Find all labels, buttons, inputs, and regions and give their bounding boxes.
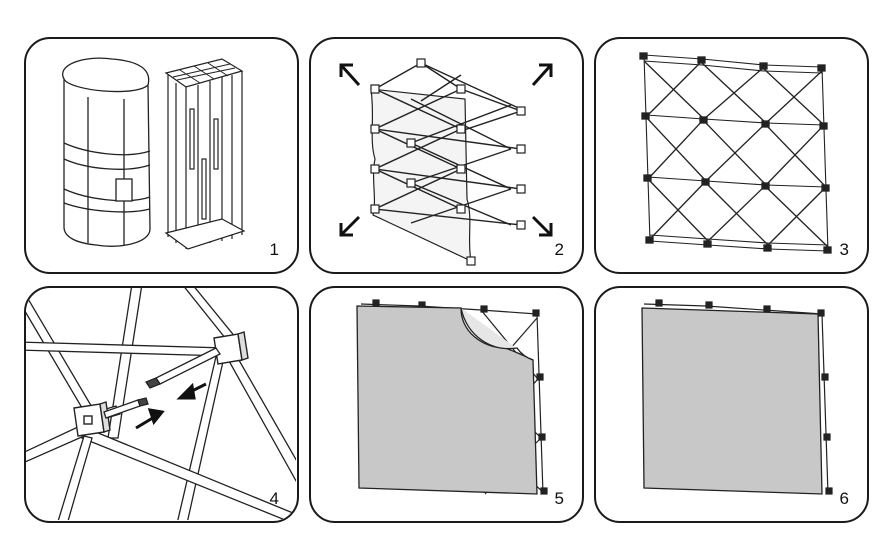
step-1-panel: 1 bbox=[24, 37, 299, 274]
expanded-frame bbox=[639, 52, 832, 254]
collapsed-frame bbox=[164, 58, 246, 250]
step-4-panel: 4 bbox=[24, 286, 299, 523]
frame-struts bbox=[26, 288, 296, 520]
fabric-graphic bbox=[356, 305, 538, 495]
step-5-panel: 5 bbox=[309, 286, 584, 523]
step-5-illustration bbox=[356, 299, 548, 495]
step-number: 4 bbox=[269, 489, 279, 508]
fabric-peel-edge bbox=[460, 307, 534, 361]
step-6-panel: 6 bbox=[594, 286, 869, 523]
connector-hubs bbox=[73, 331, 249, 437]
step-3-illustration bbox=[639, 52, 832, 254]
step-1-illustration bbox=[61, 57, 246, 250]
step-2-panel: 2 bbox=[309, 37, 584, 274]
step-3-panel: 3 bbox=[594, 37, 869, 274]
step-number: 5 bbox=[554, 489, 564, 508]
step-number: 1 bbox=[269, 240, 279, 259]
expand-arrows bbox=[339, 63, 553, 237]
fabric-graphic bbox=[641, 307, 823, 495]
step-4-illustration bbox=[26, 288, 296, 520]
step-2-illustration bbox=[339, 58, 553, 266]
scissor-frame bbox=[370, 58, 526, 266]
step-number: 6 bbox=[839, 489, 849, 508]
step-number: 2 bbox=[554, 240, 564, 259]
carry-bag bbox=[61, 57, 151, 247]
step-6-illustration bbox=[641, 299, 833, 495]
direction-arrows bbox=[135, 382, 207, 430]
locking-arms bbox=[103, 347, 221, 419]
frame-top-edge bbox=[643, 299, 833, 495]
step-number: 3 bbox=[839, 240, 849, 259]
